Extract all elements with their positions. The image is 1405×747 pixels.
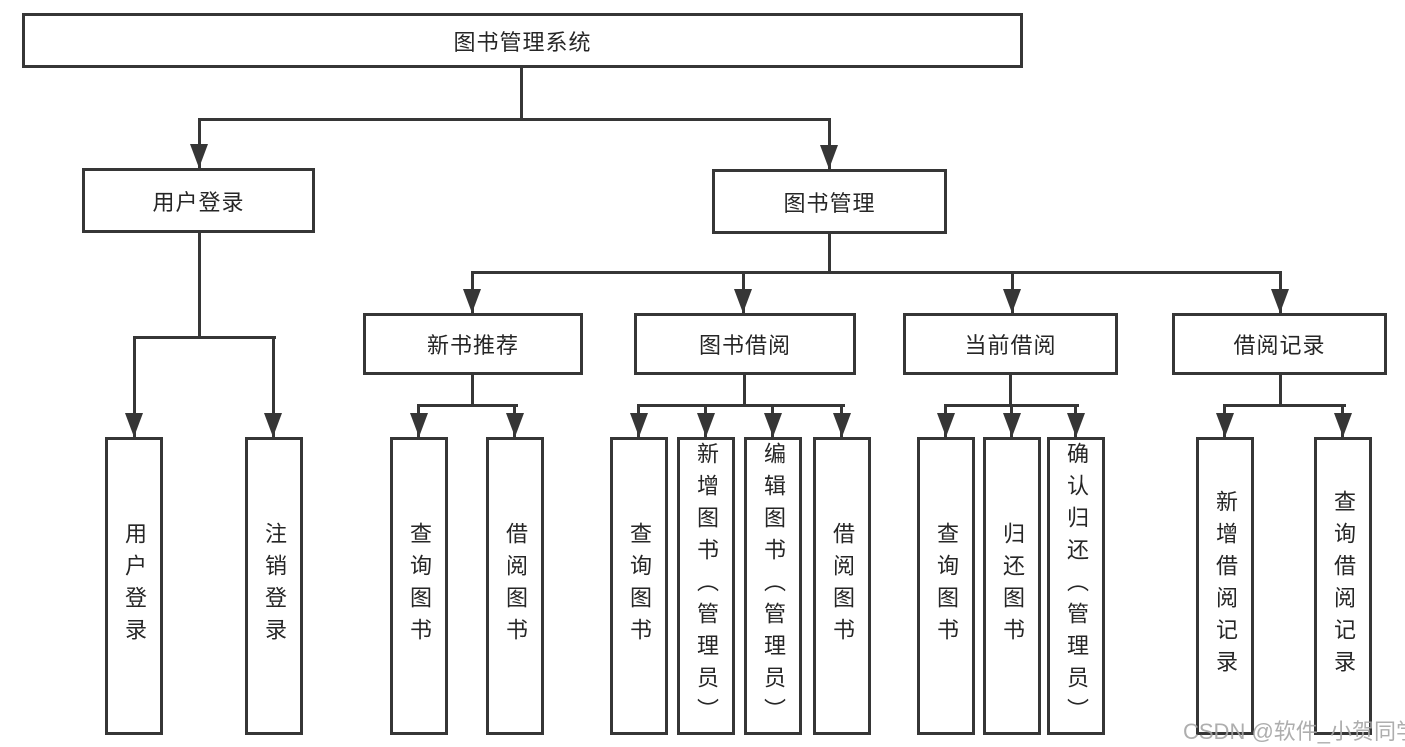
leaf-add-books-admin: 新增图书（管理员） <box>677 437 735 735</box>
connector <box>198 233 201 339</box>
leaf-label: 用户登录 <box>122 522 147 650</box>
connector <box>272 336 275 437</box>
connector <box>133 336 136 437</box>
connector <box>1223 404 1346 407</box>
arrow-head <box>764 413 782 437</box>
leaf-label: 查询图书 <box>934 522 959 650</box>
leaf-query-books-borrowing: 查询图书 <box>610 437 668 735</box>
connector <box>743 375 746 407</box>
connector <box>471 375 474 407</box>
connector <box>198 118 201 168</box>
leaf-label: 确认归还（管理员） <box>1064 442 1089 730</box>
node-new-book-recommend: 新书推荐 <box>363 313 583 375</box>
arrow-head <box>630 413 648 437</box>
arrow-head <box>697 413 715 437</box>
arrow-head <box>734 289 752 313</box>
leaf-logout: 注销登录 <box>245 437 303 735</box>
node-current-borrowing: 当前借阅 <box>903 313 1118 375</box>
connector <box>133 336 276 339</box>
node-book-borrowing: 图书借阅 <box>634 313 856 375</box>
arrow-head <box>463 289 481 313</box>
arrow-head <box>125 413 143 437</box>
arrow-head <box>1003 289 1021 313</box>
arrow-head <box>264 413 282 437</box>
leaf-label: 注销登录 <box>262 522 287 650</box>
leaf-query-borrow-record: 查询借阅记录 <box>1314 437 1372 735</box>
leaf-label: 借阅图书 <box>503 522 528 650</box>
leaf-borrow-books-recommend: 借阅图书 <box>486 437 544 735</box>
connector <box>198 118 831 121</box>
csdn-watermark: CSDN @软件_小贺同学 <box>1183 719 1405 744</box>
connector <box>1009 375 1012 407</box>
leaf-user-login: 用户登录 <box>105 437 163 735</box>
connector <box>417 404 518 407</box>
node-borrowing-records: 借阅记录 <box>1172 313 1387 375</box>
leaf-label: 新增借阅记录 <box>1213 490 1238 682</box>
leaf-borrow-books-borrowing: 借阅图书 <box>813 437 871 735</box>
leaf-add-borrow-record: 新增借阅记录 <box>1196 437 1254 735</box>
node-library-management-system: 图书管理系统 <box>22 13 1023 68</box>
connector <box>471 271 1282 274</box>
arrow-head <box>506 413 524 437</box>
arrow-head <box>820 145 838 169</box>
arrow-head <box>1334 413 1352 437</box>
connector <box>520 68 523 120</box>
leaf-return-books: 归还图书 <box>983 437 1041 735</box>
leaf-label: 查询图书 <box>627 522 652 650</box>
leaf-label: 归还图书 <box>1000 522 1025 650</box>
connector <box>828 234 831 274</box>
arrow-head <box>833 413 851 437</box>
leaf-query-books-recommend: 查询图书 <box>390 437 448 735</box>
leaf-edit-books-admin: 编辑图书（管理员） <box>744 437 802 735</box>
connector <box>637 404 845 407</box>
arrow-head <box>1216 413 1234 437</box>
arrow-head <box>1271 289 1289 313</box>
arrow-head <box>1003 413 1021 437</box>
leaf-label: 查询图书 <box>407 522 432 650</box>
leaf-confirm-return-admin: 确认归还（管理员） <box>1047 437 1105 735</box>
node-user-login: 用户登录 <box>82 168 315 233</box>
arrow-head <box>937 413 955 437</box>
arrow-head <box>1067 413 1085 437</box>
leaf-label: 借阅图书 <box>830 522 855 650</box>
leaf-label: 新增图书（管理员） <box>694 442 719 730</box>
node-book-management: 图书管理 <box>712 169 947 234</box>
leaf-label: 查询借阅记录 <box>1331 490 1356 682</box>
leaf-label: 编辑图书（管理员） <box>761 442 786 730</box>
arrow-head <box>190 144 208 168</box>
connector <box>828 118 831 169</box>
leaf-query-books-current: 查询图书 <box>917 437 975 735</box>
connector <box>1279 375 1282 407</box>
arrow-head <box>410 413 428 437</box>
